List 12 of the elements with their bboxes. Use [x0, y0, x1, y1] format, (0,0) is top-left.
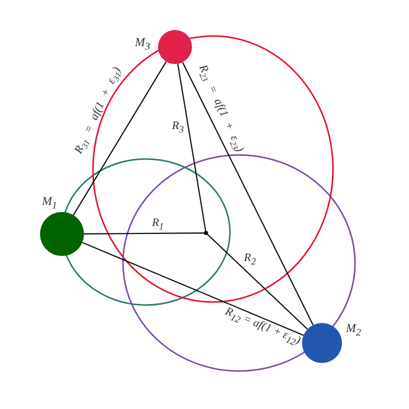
mass-label: M$_{2}$ — [346, 321, 361, 340]
connector-line — [72, 61, 167, 216]
edge-label: R$_{2}$ — [244, 252, 256, 268]
connector-line — [177, 64, 206, 232]
edge-label: R$_{1}$ — [152, 217, 164, 234]
mass-label: M$_{1}$ — [42, 194, 57, 214]
edge-label: R$_{3}$ — [172, 120, 184, 136]
connector-line — [84, 232, 204, 234]
connector-line — [182, 62, 314, 326]
connector-line — [82, 242, 304, 336]
connector-line — [206, 234, 308, 330]
mass-label: M$_{3}$ — [135, 35, 150, 54]
